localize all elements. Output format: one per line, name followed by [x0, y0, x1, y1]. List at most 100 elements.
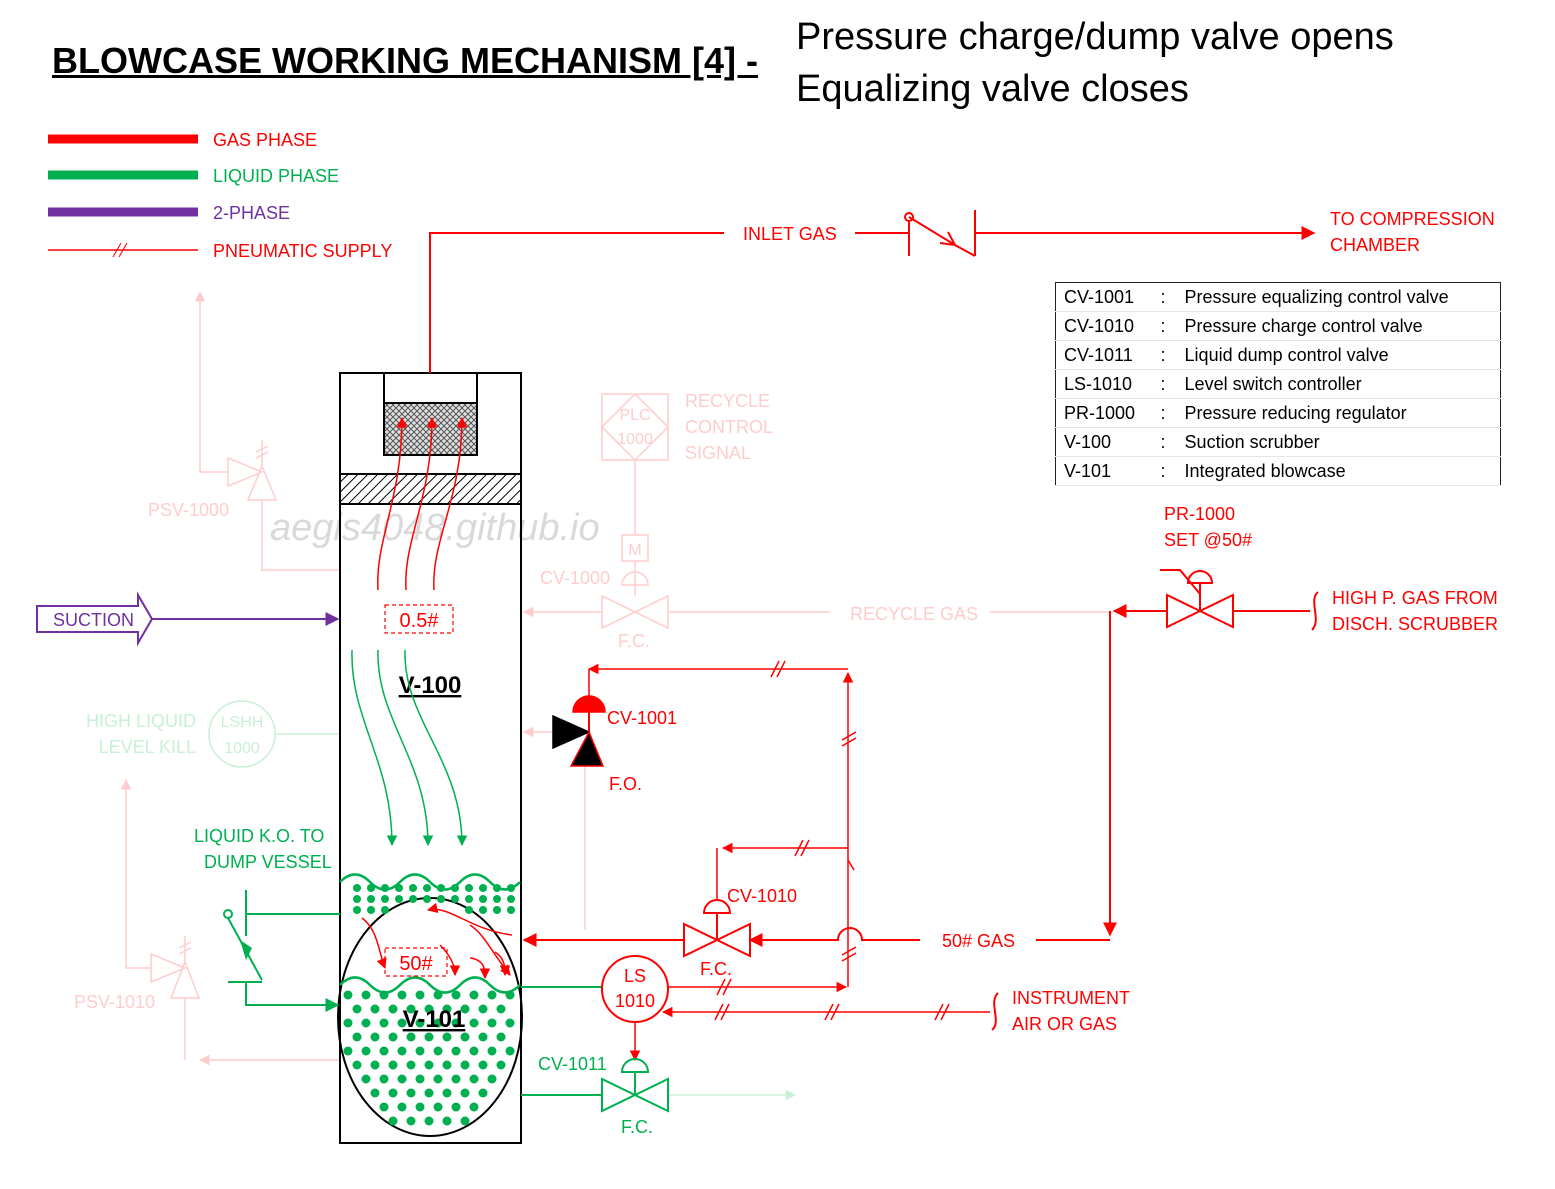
liquid-droplet: [367, 884, 375, 892]
liquid-droplet: [437, 884, 445, 892]
vessel-partition: [339, 473, 522, 505]
liquid-droplet: [367, 906, 375, 914]
plc-diamond: [600, 392, 670, 462]
pressure-top-box: [384, 604, 454, 634]
liquid-droplet: [478, 1088, 488, 1098]
equipment-tag: CV-1011: [1055, 340, 1157, 370]
gas-50-label: 50# GAS: [942, 931, 1015, 951]
equipment-sep: :: [1156, 369, 1177, 399]
liquid-droplet: [478, 1032, 488, 1042]
to-compression-2: CHAMBER: [1330, 235, 1420, 255]
pressure-bottom-box: [384, 947, 448, 977]
liquid-droplet: [442, 1032, 452, 1042]
ls-tag-1: LS: [624, 966, 646, 986]
vessel-top-nozzle: [383, 372, 478, 404]
liquid-droplet: [433, 1046, 443, 1056]
inlet-gas-line: INLET GAS TO COMPRESSION CHAMBER: [429, 209, 1495, 373]
liquid-droplet: [406, 1116, 416, 1126]
cv1001-label: CV-1001: [607, 708, 677, 728]
subtitle-line-2: Equalizing valve closes: [796, 68, 1189, 110]
psv1000-label: PSV-1000: [148, 500, 229, 520]
subtitle-line-1: Pressure charge/dump valve opens: [796, 16, 1394, 58]
liquid-droplet: [415, 1074, 425, 1084]
cv1001-fo: F.O.: [609, 774, 642, 794]
liquid-droplet: [505, 1018, 515, 1028]
liquid-droplet: [433, 1018, 443, 1028]
liquid-droplet: [379, 1074, 389, 1084]
liquid-droplet: [415, 1046, 425, 1056]
charge-gas-line: 50# GAS CV-1010 F.C.: [522, 886, 1110, 979]
liquid-droplet: [397, 1074, 407, 1084]
inlet-gas-label: INLET GAS: [743, 224, 837, 244]
liquid-droplet: [381, 906, 389, 914]
psv1010-body: [169, 959, 201, 999]
liquid-droplet: [424, 1088, 434, 1098]
liquid-droplet: [406, 1032, 416, 1042]
liquid-droplet: [479, 906, 487, 914]
equipment-row: V-101:Integrated blowcase: [1055, 456, 1501, 486]
equipment-desc: Pressure reducing regulator: [1176, 398, 1501, 428]
liquid-droplet: [451, 1074, 461, 1084]
liquid-droplet: [433, 1102, 443, 1112]
equipment-tag: CV-1010: [1055, 311, 1157, 341]
equipment-tag: PR-1000: [1055, 398, 1157, 428]
liquid-droplet: [442, 1088, 452, 1098]
liquid-droplet: [442, 1116, 452, 1126]
liquid-droplet: [409, 884, 417, 892]
legend-pneumatic-label: PNEUMATIC SUPPLY: [213, 241, 392, 261]
liquid-droplet: [460, 1060, 470, 1070]
liquid-droplet: [361, 1018, 371, 1028]
liquid-fall-arrows: [351, 649, 468, 847]
liquid-droplet: [381, 884, 389, 892]
liquid-droplet: [379, 1018, 389, 1028]
liquid-droplet: [496, 1032, 506, 1042]
v101-label: V-101: [403, 1006, 466, 1033]
liquid-droplet: [395, 895, 403, 903]
cv1011-fc: F.C.: [621, 1117, 653, 1137]
liquid-droplet: [367, 895, 375, 903]
equipment-legend-table: CV-1001:Pressure equalizing control valv…: [1055, 282, 1501, 486]
equipment-sep: :: [1156, 456, 1177, 486]
pr1000-diaphragm: [1186, 570, 1214, 584]
cv1010-label: CV-1010: [727, 886, 797, 906]
liquid-droplet: [370, 1060, 380, 1070]
suction-label: SUCTION: [53, 610, 134, 630]
liquid-droplet: [409, 895, 417, 903]
cv1000-label: CV-1000: [540, 568, 610, 588]
high-p-gas-break: [1311, 591, 1319, 631]
liquid-droplet: [479, 884, 487, 892]
liquid-droplet: [388, 1116, 398, 1126]
liquid-droplet: [343, 1046, 353, 1056]
page-title: BLOWCASE WORKING MECHANISM [4] -: [52, 40, 758, 81]
cv1011-body: [601, 1077, 669, 1113]
lshh-tag-1: LSHH: [221, 714, 264, 731]
liquid-droplet: [397, 1018, 407, 1028]
liquid-droplet: [465, 906, 473, 914]
liquid-droplet: [469, 1046, 479, 1056]
liquid-droplet: [460, 1088, 470, 1098]
liquid-droplet: [451, 990, 461, 1000]
liquid-droplet: [460, 1116, 470, 1126]
liquid-droplet: [469, 1074, 479, 1084]
liquid-droplet: [507, 895, 515, 903]
suction-inlet: SUCTION: [36, 591, 340, 647]
liquid-droplet: [424, 1060, 434, 1070]
liquid-droplet: [352, 1004, 362, 1014]
cv1011-actuator: [620, 1058, 650, 1073]
legend-pneumatic-hash: [112, 242, 128, 258]
v101-liquid-level: [339, 976, 521, 994]
legend-liquid-label: LIQUID PHASE: [213, 166, 339, 186]
liquid-droplet: [424, 1032, 434, 1042]
liquid-droplet: [361, 1074, 371, 1084]
high-liquid-1: HIGH LIQUID: [86, 711, 196, 731]
liquid-droplet: [433, 990, 443, 1000]
liquid-droplet: [460, 1004, 470, 1014]
liquid-droplet: [352, 1060, 362, 1070]
liquid-droplet: [379, 1046, 389, 1056]
liquid-droplet: [406, 1004, 416, 1014]
ko-check-hinge: [223, 909, 233, 919]
liquid-droplet: [352, 1032, 362, 1042]
psv1000-body: [246, 464, 278, 501]
ls1010-bubble: [601, 955, 669, 1023]
